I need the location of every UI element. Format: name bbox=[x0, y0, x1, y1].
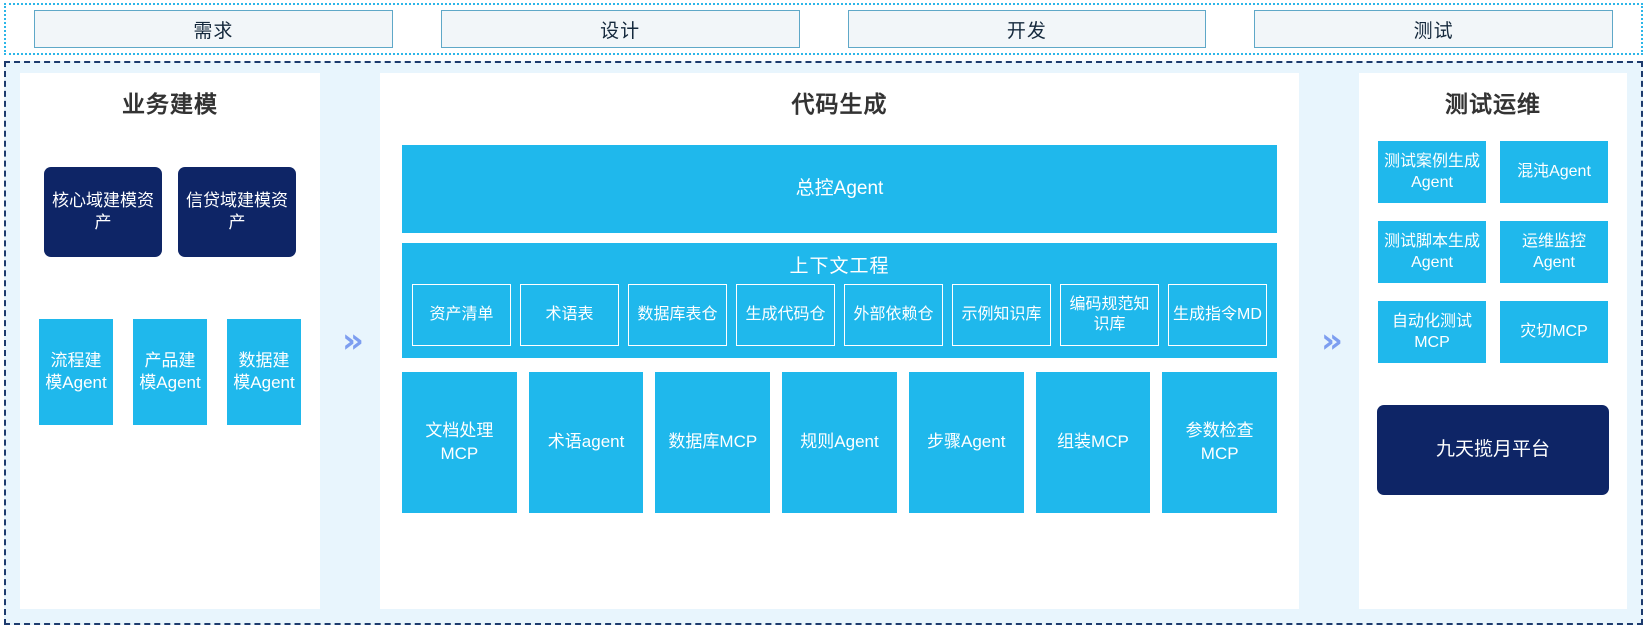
agent-card-process-modeling[interactable]: 流程建模Agent bbox=[39, 319, 113, 425]
context-item-label: 外部依赖仓 bbox=[853, 306, 934, 324]
panel-business-modeling: 业务建模 核心域建模资产 信贷域建模资产 流程建模Agent 产品建模Agent… bbox=[20, 73, 320, 609]
tool-card-document-processing-mcp[interactable]: 文档处理MCP bbox=[402, 372, 517, 513]
testops-card-operations-monitoring-agent[interactable]: 运维监控Agent bbox=[1500, 221, 1608, 283]
business-agents-row: 流程建模Agent 产品建模Agent 数据建模Agent bbox=[39, 319, 301, 425]
testops-card-label: 自动化测试MCP bbox=[1391, 312, 1472, 351]
testops-card-test-script-generation-agent[interactable]: 测试脚本生成Agent bbox=[1378, 221, 1486, 283]
tool-card-step-agent[interactable]: 步骤Agent bbox=[908, 372, 1024, 513]
context-item-label: 生成代码仓 bbox=[745, 306, 826, 324]
context-engineering-block: 上下文工程 资产清单 术语表 数据库表仓 生成代码仓 bbox=[402, 243, 1277, 358]
panel-test-operations: 测试运维 测试案例生成Agent 混沌Agent 测试脚本生成Agent 运维监… bbox=[1359, 73, 1627, 609]
test-ops-grid: 测试案例生成Agent 混沌Agent 测试脚本生成Agent 运维监控Agen… bbox=[1378, 141, 1608, 363]
context-item-example-knowledge-base[interactable]: 示例知识库 bbox=[952, 284, 1051, 346]
agent-card-product-modeling[interactable]: 产品建模Agent bbox=[133, 319, 207, 425]
context-item-coding-standard-knowledge-base[interactable]: 编码规范知识库 bbox=[1060, 284, 1159, 346]
testops-card-label: 测试脚本生成Agent bbox=[1384, 232, 1481, 271]
chevron-glyph: » bbox=[342, 321, 364, 361]
phase-label: 需求 bbox=[193, 20, 234, 42]
testops-card-label: 混沌Agent bbox=[1517, 163, 1591, 181]
tool-card-label: 术语agent bbox=[547, 432, 625, 452]
context-item-db-table-repo[interactable]: 数据库表仓 bbox=[628, 284, 727, 346]
context-engineering-title: 上下文工程 bbox=[789, 256, 890, 277]
asset-card-label: 核心域建模资产 bbox=[52, 190, 154, 232]
context-item-label: 术语表 bbox=[545, 306, 594, 324]
chevron-right-icon-1: » bbox=[320, 73, 380, 609]
context-item-glossary[interactable]: 术语表 bbox=[520, 284, 619, 346]
phase-box-development[interactable]: 开发 bbox=[847, 10, 1207, 48]
context-item-generation-instruction-md[interactable]: 生成指令MD bbox=[1168, 284, 1267, 346]
testops-card-test-case-generation-agent[interactable]: 测试案例生成Agent bbox=[1378, 141, 1486, 203]
phase-label: 设计 bbox=[600, 20, 641, 42]
phase-label: 测试 bbox=[1413, 20, 1454, 42]
panel-title-business-modeling: 业务建模 bbox=[122, 91, 218, 117]
context-item-generated-code-repo[interactable]: 生成代码仓 bbox=[736, 284, 835, 346]
panel-title-code-generation: 代码生成 bbox=[791, 91, 888, 117]
context-items-row: 资产清单 术语表 数据库表仓 生成代码仓 外部依赖仓 bbox=[412, 284, 1267, 346]
phase-box-testing[interactable]: 测试 bbox=[1254, 10, 1613, 48]
testops-card-chaos-agent[interactable]: 混沌Agent bbox=[1500, 141, 1608, 203]
tool-card-label: 文档处理MCP bbox=[425, 421, 494, 463]
tool-card-assembly-mcp[interactable]: 组装MCP bbox=[1035, 372, 1151, 513]
context-item-asset-list[interactable]: 资产清单 bbox=[412, 284, 511, 346]
panel-code-generation: 代码生成 总控Agent 上下文工程 资产清单 术语表 bbox=[380, 73, 1299, 609]
platform-card-label: 九天揽月平台 bbox=[1435, 439, 1550, 461]
testops-card-label: 测试案例生成Agent bbox=[1384, 152, 1481, 191]
asset-card-core-domain[interactable]: 核心域建模资产 bbox=[44, 167, 162, 257]
platform-card-jiutian-lanyue[interactable]: 九天揽月平台 bbox=[1377, 405, 1609, 495]
tool-card-label: 参数检查MCP bbox=[1185, 421, 1254, 463]
business-assets-row: 核心域建模资产 信贷域建模资产 bbox=[44, 167, 296, 257]
tool-card-glossary-agent[interactable]: 术语agent bbox=[528, 372, 644, 513]
phase-strip: 需求 设计 开发 测试 bbox=[4, 3, 1643, 55]
testops-card-disaster-switch-mcp[interactable]: 灾切MCP bbox=[1500, 301, 1608, 363]
context-item-external-dependency-repo[interactable]: 外部依赖仓 bbox=[844, 284, 943, 346]
context-item-label: 编码规范知识库 bbox=[1069, 296, 1150, 333]
chevron-glyph: » bbox=[1321, 321, 1343, 361]
agent-card-label: 产品建模Agent bbox=[139, 350, 201, 392]
chevron-right-icon-2: » bbox=[1299, 73, 1359, 609]
main-canvas: 业务建模 核心域建模资产 信贷域建模资产 流程建模Agent 产品建模Agent… bbox=[4, 61, 1643, 625]
context-item-label: 示例知识库 bbox=[961, 306, 1042, 324]
code-generation-body: 总控Agent 上下文工程 资产清单 术语表 数据库表仓 bbox=[380, 123, 1299, 513]
tool-card-parameter-check-mcp[interactable]: 参数检查MCP bbox=[1162, 372, 1278, 513]
tool-card-label: 组装MCP bbox=[1057, 432, 1129, 452]
testops-card-automated-test-mcp[interactable]: 自动化测试MCP bbox=[1378, 301, 1486, 363]
agent-card-data-modeling[interactable]: 数据建模Agent bbox=[227, 319, 301, 425]
asset-card-label: 信贷域建模资产 bbox=[186, 190, 288, 232]
tools-row: 文档处理MCP 术语agent 数据库MCP 规则Agent 步骤Agent bbox=[402, 372, 1278, 513]
tool-card-label: 规则Agent bbox=[800, 432, 879, 452]
context-item-label: 数据库表仓 bbox=[637, 306, 718, 324]
tool-card-label: 步骤Agent bbox=[927, 432, 1006, 452]
tool-card-label: 数据库MCP bbox=[668, 432, 758, 452]
tool-card-rule-agent[interactable]: 规则Agent bbox=[782, 372, 897, 513]
asset-card-credit-domain[interactable]: 信贷域建模资产 bbox=[178, 167, 296, 257]
phase-label: 开发 bbox=[1006, 20, 1047, 42]
testops-card-label: 灾切MCP bbox=[1520, 323, 1588, 341]
master-agent-bar[interactable]: 总控Agent bbox=[402, 145, 1277, 233]
phase-box-requirement[interactable]: 需求 bbox=[34, 10, 393, 48]
panel-title-test-operations: 测试运维 bbox=[1445, 91, 1541, 117]
context-item-label: 生成指令MD bbox=[1173, 306, 1262, 324]
agent-card-label: 数据建模Agent bbox=[233, 350, 295, 392]
agent-card-label: 流程建模Agent bbox=[45, 350, 107, 392]
testops-card-label: 运维监控Agent bbox=[1521, 232, 1586, 271]
context-item-label: 资产清单 bbox=[429, 306, 494, 324]
master-agent-label: 总控Agent bbox=[795, 178, 884, 200]
phase-box-design[interactable]: 设计 bbox=[440, 10, 800, 48]
tool-card-database-mcp[interactable]: 数据库MCP bbox=[655, 372, 771, 513]
